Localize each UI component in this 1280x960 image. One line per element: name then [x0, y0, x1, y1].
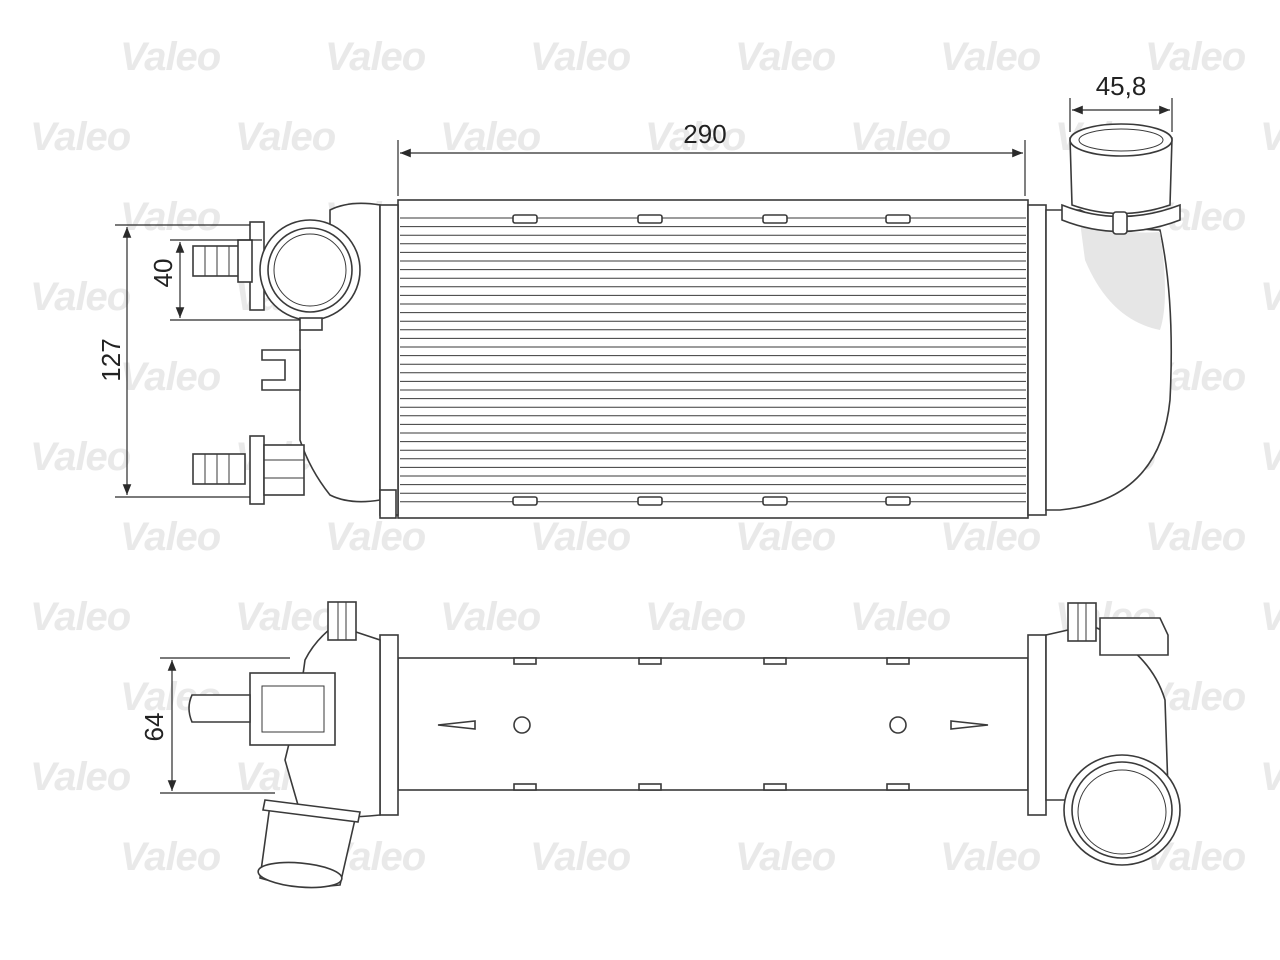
top-right-end-plate: [1027, 634, 1047, 816]
top-core: [397, 657, 1029, 791]
top-sensor-port: [188, 672, 336, 746]
watermark-logo: Valeo: [530, 515, 631, 559]
watermark-logo: Valeo: [645, 595, 746, 639]
left-end-plate: [379, 204, 399, 516]
watermark-logo: Valeo: [440, 595, 541, 639]
watermark-logo: Valeo: [30, 115, 131, 159]
watermark-logo: Valeo: [940, 835, 1041, 879]
watermark-logo: Valeo: [30, 755, 131, 799]
top-mounting-tabs: [513, 657, 910, 791]
mounting-hole-right: [889, 716, 907, 734]
watermark-logo: Valeo: [120, 515, 221, 559]
top-view: [188, 601, 1181, 889]
watermark-logo: Valeo: [120, 835, 221, 879]
watermark-logo: Valeo: [530, 35, 631, 79]
watermark-logo: Valeo: [30, 435, 131, 479]
top-left-end-plate: [379, 634, 399, 816]
flow-arrow-right: [950, 720, 989, 730]
watermark-logo: Valeo: [1260, 435, 1280, 479]
front-view: [192, 123, 1181, 519]
watermark-logo: Valeo: [940, 35, 1041, 79]
sensor-connector-top: [192, 239, 253, 283]
watermark-logo: Valeo: [735, 835, 836, 879]
watermark-logo: Valeo: [530, 835, 631, 879]
core-fins: [400, 217, 1026, 503]
watermark-logo: Valeo: [325, 35, 426, 79]
dimension-width-label: 290: [683, 119, 726, 149]
watermark-logo: Valeo: [120, 355, 221, 399]
watermark-logo: Valeo: [735, 515, 836, 559]
watermark-logo: Valeo: [1145, 515, 1246, 559]
top-outlet-pipe: [1063, 754, 1181, 866]
watermark-logo: Valeo: [325, 515, 426, 559]
sensor-connector-bottom: [192, 435, 305, 505]
mounting-tabs: [512, 214, 911, 506]
top-left-connector: [327, 601, 357, 641]
watermark-logo: Valeo: [1260, 755, 1280, 799]
mounting-hole-left: [513, 716, 531, 734]
watermark-logo: Valeo: [735, 35, 836, 79]
radiator-core: [397, 199, 1029, 519]
watermark-logo: Valeo: [30, 275, 131, 319]
watermark-logo: Valeo: [1145, 35, 1246, 79]
dimension-width: 290: [397, 119, 1026, 196]
watermark-logo: Valeo: [120, 35, 221, 79]
dimension-inlet-offset: 40: [148, 239, 300, 321]
top-inlet-pipe: [257, 799, 361, 889]
watermark-logo: Valeo: [1260, 115, 1280, 159]
dimension-inlet-offset-label: 40: [148, 259, 178, 288]
dimension-depth-label: 64: [139, 713, 169, 742]
watermark-logo: Valeo: [120, 195, 221, 239]
mounting-bracket: [261, 349, 301, 391]
inlet-pipe: [249, 219, 361, 331]
top-right-connector: [1067, 602, 1169, 656]
watermark-logo: Valeo: [30, 595, 131, 639]
flow-arrow-left: [437, 720, 476, 730]
watermark-logo: Valeo: [1260, 595, 1280, 639]
watermark-logo: Valeo: [850, 595, 951, 639]
watermark-logo: Valeo: [940, 515, 1041, 559]
drain-clip: [379, 489, 397, 519]
dimension-height: 127: [96, 224, 250, 498]
dimension-depth: 64: [139, 657, 290, 794]
dimension-outlet-diameter-label: 45,8: [1096, 71, 1147, 101]
watermark-logo: Valeo: [235, 115, 336, 159]
outlet-pipe: [1061, 123, 1181, 235]
watermark-logo: Valeo: [1260, 275, 1280, 319]
dimension-height-label: 127: [96, 338, 126, 381]
watermark-logo: Valeo: [235, 595, 336, 639]
right-end-plate: [1027, 204, 1047, 516]
dimension-outlet-diameter: 45,8: [1069, 71, 1173, 132]
